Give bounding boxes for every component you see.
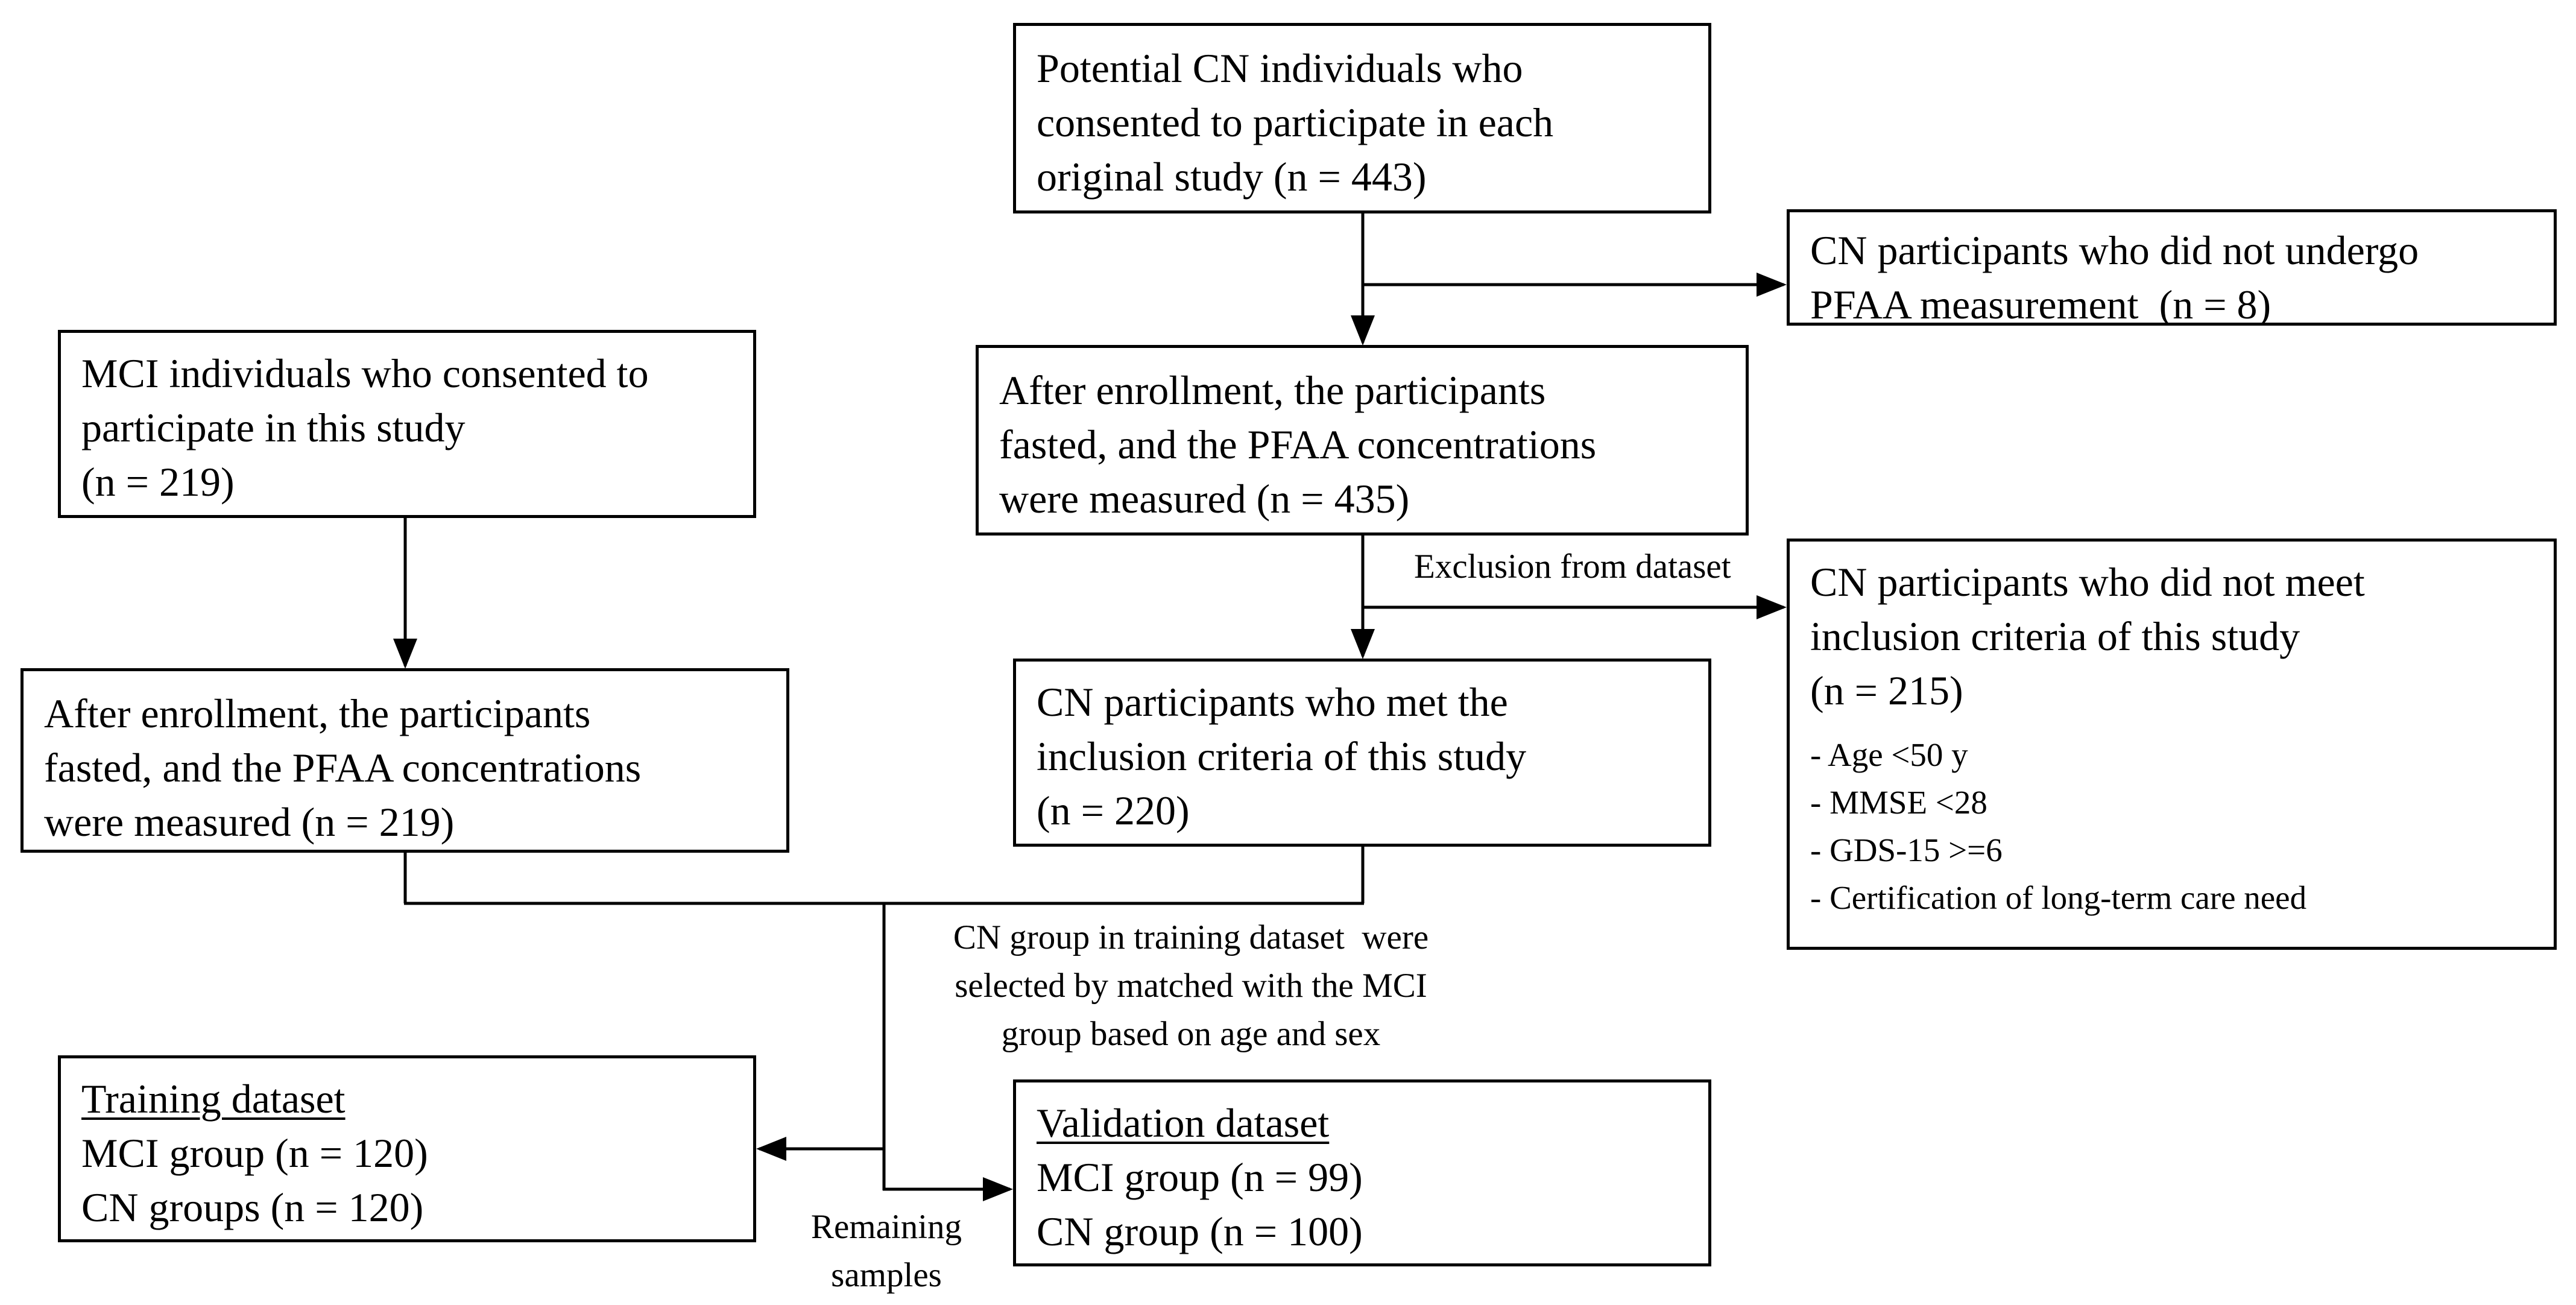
matching-note-line: selected by matched with the MCI bbox=[955, 967, 1427, 1005]
box-text-line: fasted, and the PFAA concentrations bbox=[44, 745, 642, 791]
box-text-line: MCI group (n = 99) bbox=[1037, 1154, 1363, 1200]
box-text-line: CN group (n = 100) bbox=[1037, 1209, 1363, 1254]
box-text-line: CN participants who did not meet bbox=[1810, 559, 2365, 605]
criteria-item: - Age <50 y bbox=[1810, 736, 1968, 773]
box-text-line: (n = 215) bbox=[1810, 668, 1963, 713]
criteria-item: - GDS-15 >=6 bbox=[1810, 832, 2003, 868]
box-text-line: CN participants who did not undergo bbox=[1810, 227, 2419, 273]
training-dataset-title: Training dataset bbox=[81, 1076, 346, 1122]
validation-dataset-title: Validation dataset bbox=[1037, 1100, 1330, 1146]
box-text-line: original study (n = 443) bbox=[1037, 154, 1427, 200]
box-training-dataset: Training dataset MCI group (n = 120) CN … bbox=[58, 1055, 756, 1242]
box-text-line: were measured (n = 435) bbox=[999, 476, 1410, 522]
box-text-line: After enrollment, the participants bbox=[999, 367, 1546, 413]
box-text-line: inclusion criteria of this study bbox=[1037, 733, 1527, 779]
box-text-line: inclusion criteria of this study bbox=[1810, 613, 2300, 659]
box-text-line: (n = 220) bbox=[1037, 788, 1190, 833]
matching-note-line: CN group in training dataset were bbox=[953, 918, 1429, 956]
box-mci-fasted-pfaa-measured: After enrollment, the participants faste… bbox=[21, 668, 789, 853]
box-text-line: fasted, and the PFAA concentrations bbox=[999, 422, 1597, 467]
box-text-line: MCI individuals who consented to bbox=[81, 350, 649, 396]
criteria-item: - MMSE <28 bbox=[1810, 784, 1987, 821]
criteria-item: - Certification of long-term care need bbox=[1810, 879, 2307, 916]
box-text-line: Potential CN individuals who bbox=[1037, 45, 1523, 91]
box-text-line: were measured (n = 219) bbox=[44, 799, 455, 845]
box-cn-met-inclusion: CN participants who met the inclusion cr… bbox=[1013, 659, 1711, 847]
remaining-samples-label: Remaining samples bbox=[796, 1203, 977, 1300]
box-text-line: CN participants who met the bbox=[1037, 679, 1508, 725]
exclusion-label: Exclusion from dataset bbox=[1414, 548, 1731, 586]
box-cn-no-pfaa-measurement: CN participants who did not undergo PFAA… bbox=[1787, 209, 2557, 326]
box-text-line: (n = 219) bbox=[81, 459, 235, 505]
box-text-line: After enrollment, the participants bbox=[44, 690, 591, 736]
box-mci-individuals-consented: MCI individuals who consented to partici… bbox=[58, 330, 756, 518]
box-text-line: consented to participate in each bbox=[1037, 100, 1554, 145]
matching-note-line: group based on age and sex bbox=[1001, 1015, 1381, 1053]
remaining-samples-line: samples bbox=[831, 1256, 942, 1294]
box-text-line: participate in this study bbox=[81, 405, 466, 450]
matching-note-label: CN group in training dataset were select… bbox=[914, 914, 1468, 1058]
box-text-line: CN groups (n = 120) bbox=[81, 1184, 424, 1230]
box-text-line: MCI group (n = 120) bbox=[81, 1130, 428, 1176]
remaining-samples-line: Remaining bbox=[810, 1208, 962, 1246]
box-cn-fasted-pfaa-measured: After enrollment, the participants faste… bbox=[976, 345, 1749, 536]
box-potential-cn-individuals: Potential CN individuals who consented t… bbox=[1013, 23, 1711, 213]
box-validation-dataset: Validation dataset MCI group (n = 99) CN… bbox=[1013, 1079, 1711, 1266]
box-cn-not-meet-inclusion: CN participants who did not meet inclusi… bbox=[1787, 539, 2557, 950]
box-text-line: PFAA measurement (n = 8) bbox=[1810, 282, 2271, 326]
